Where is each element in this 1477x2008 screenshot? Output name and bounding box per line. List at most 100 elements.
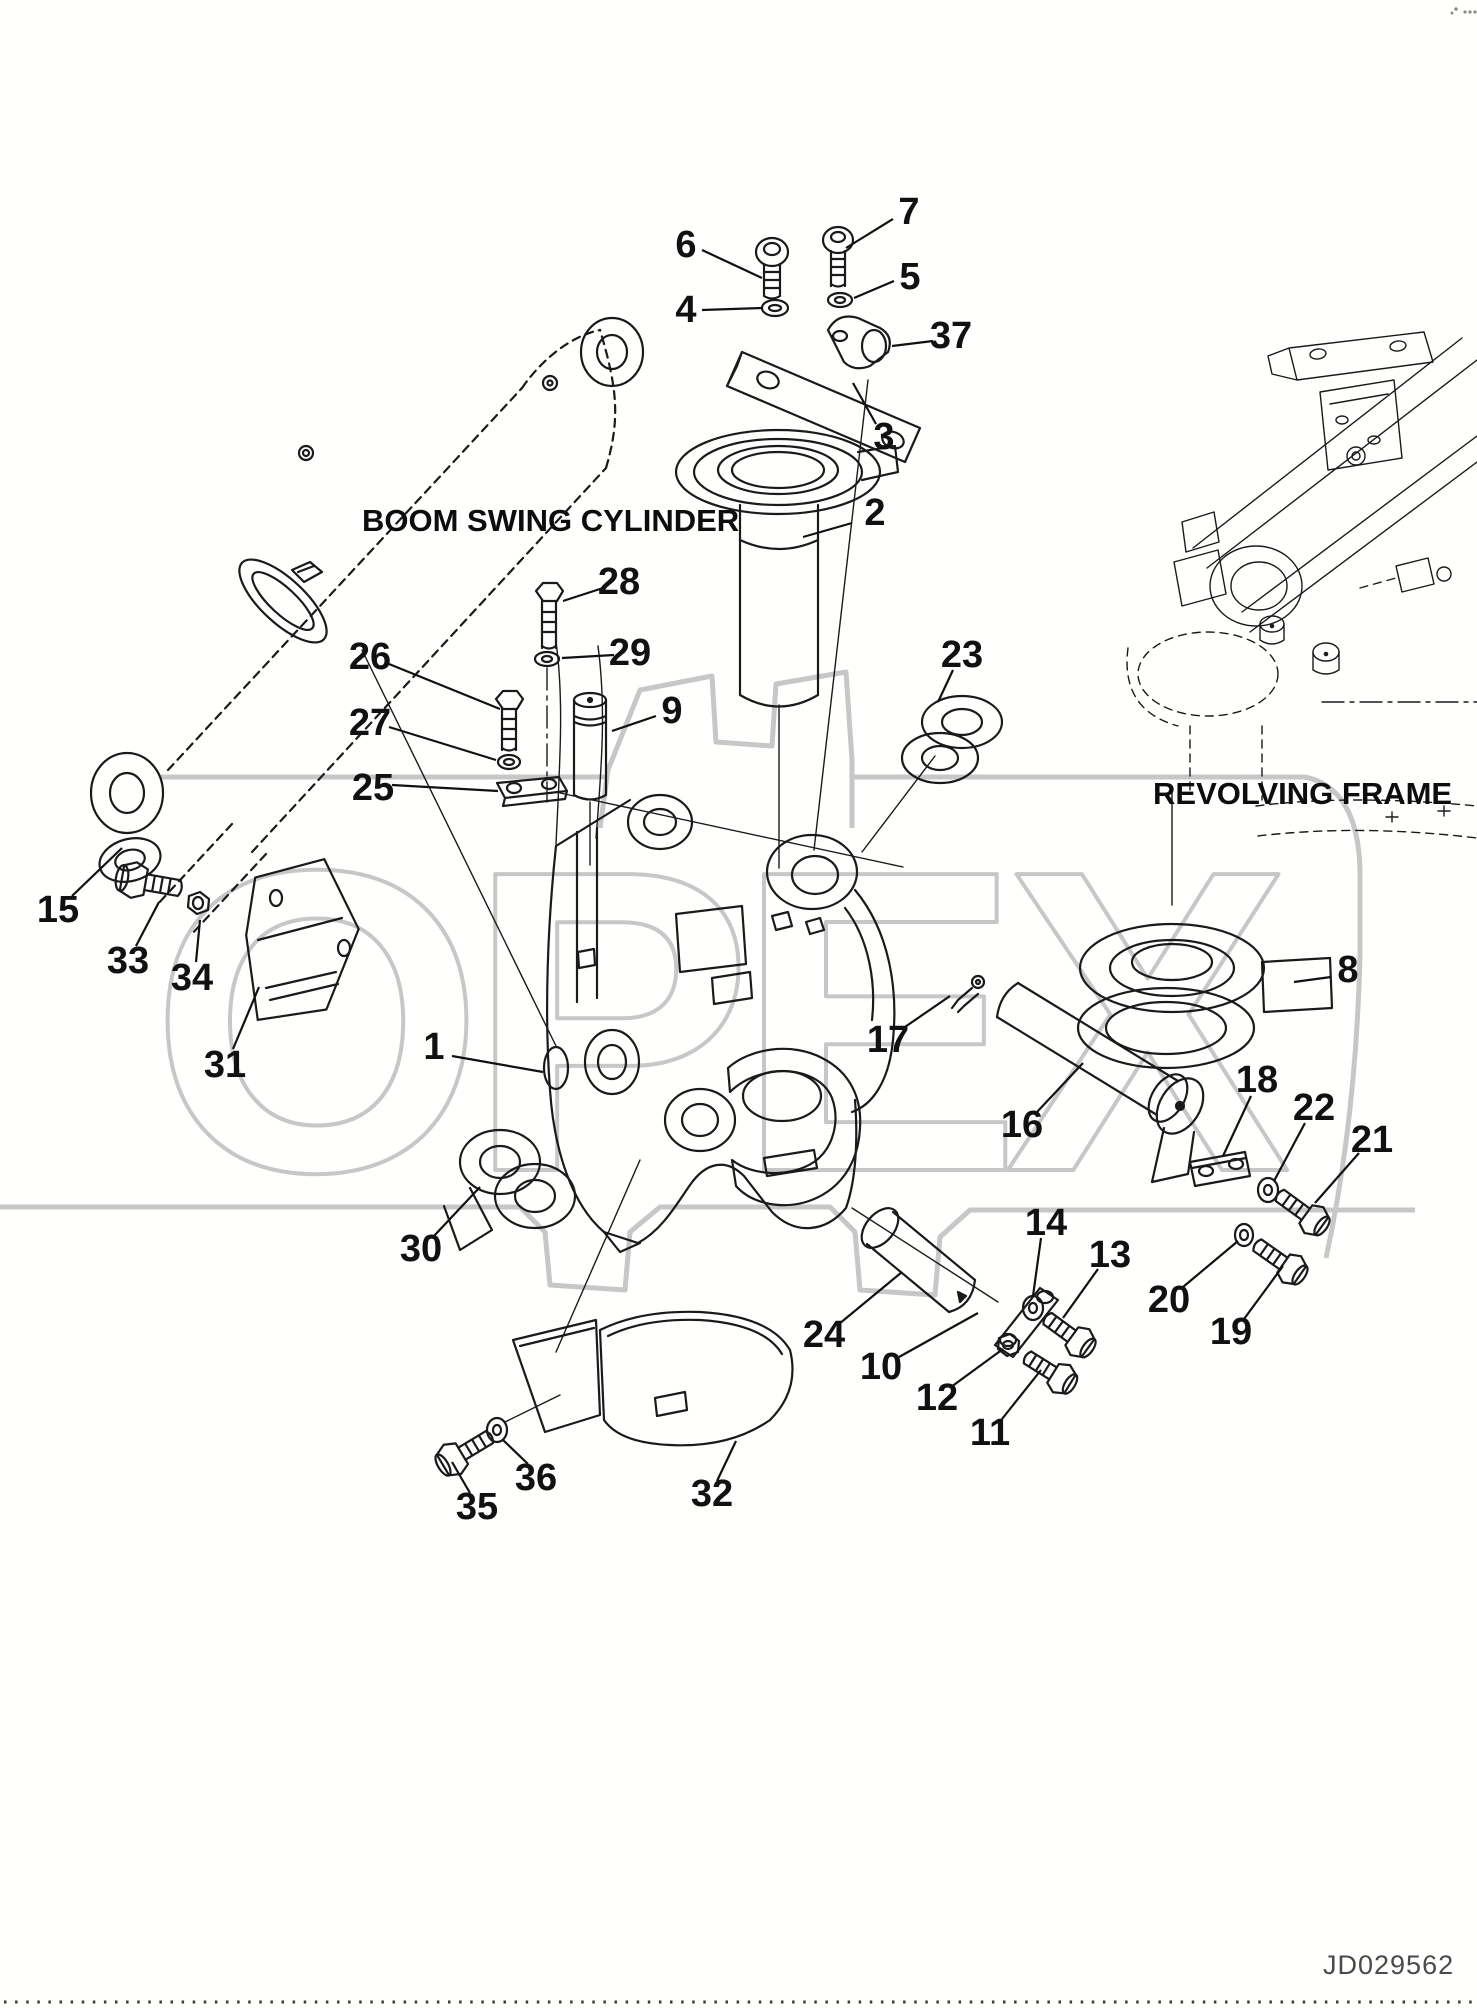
pivot-bushing-drawing [674, 428, 900, 869]
callout-13: 13 [1062, 1234, 1131, 1319]
callout-number-18: 18 [1236, 1059, 1278, 1101]
callout-number-8: 8 [1337, 949, 1358, 991]
callout-number-21: 21 [1351, 1119, 1393, 1161]
callout-number-10: 10 [860, 1346, 902, 1388]
callout-number-9: 9 [661, 690, 682, 732]
callout-number-28: 28 [598, 561, 640, 603]
watermark-gear-teeth-top [597, 669, 855, 829]
mid-fasteners-drawing [494, 581, 608, 866]
callout-36: 36 [502, 1439, 557, 1499]
cover-plate-drawing [434, 1310, 794, 1477]
callout-number-12: 12 [916, 1377, 958, 1419]
revolving-frame-label: REVOLVING FRAME [1153, 776, 1452, 811]
callout-31: 31 [204, 986, 261, 1086]
callout-number-19: 19 [1210, 1311, 1252, 1353]
callout-number-31: 31 [204, 1044, 246, 1086]
pivot-pin-16-drawing [995, 981, 1205, 1184]
callout-layer: 1234567891011121314151617181920212223242… [37, 191, 1393, 1528]
callout-number-26: 26 [349, 636, 391, 678]
callout-3: 3 [852, 382, 895, 458]
callout-number-25: 25 [352, 767, 394, 809]
callout-number-7: 7 [898, 191, 919, 233]
callout-34: 34 [171, 919, 213, 999]
callout-21: 21 [1314, 1119, 1393, 1204]
seal-rings-drawing [1076, 791, 1334, 1070]
callout-20: 20 [1148, 1240, 1239, 1321]
callout-19: 19 [1210, 1265, 1284, 1353]
callout-number-29: 29 [609, 632, 651, 674]
callout-28: 28 [562, 561, 640, 603]
callout-37: 37 [891, 315, 972, 357]
grease-fitting-drawing [950, 974, 986, 1014]
callout-2: 2 [802, 492, 886, 539]
callout-number-16: 16 [1001, 1104, 1043, 1146]
clamp-ring-drawing [861, 694, 1004, 853]
callout-number-13: 13 [1089, 1234, 1131, 1276]
callout-number-3: 3 [873, 416, 894, 458]
thrust-washers-drawing [442, 1128, 577, 1252]
callout-number-30: 30 [400, 1228, 442, 1270]
callout-9: 9 [611, 690, 683, 733]
callout-23: 23 [937, 634, 983, 703]
callout-number-37: 37 [930, 315, 972, 357]
watermark-text: OPEX [150, 782, 1293, 1262]
callout-number-5: 5 [899, 256, 920, 298]
callout-number-33: 33 [107, 940, 149, 982]
watermark-gear-rim [160, 774, 1363, 1259]
callout-number-6: 6 [675, 224, 696, 266]
boom-swing-cylinder-drawing [89, 316, 645, 938]
callout-32: 32 [691, 1440, 737, 1515]
revolving-frame-drawing [1126, 331, 1477, 839]
callout-number-35: 35 [456, 1486, 498, 1528]
callout-number-22: 22 [1293, 1087, 1335, 1129]
callout-25: 25 [352, 767, 499, 809]
callout-number-20: 20 [1148, 1279, 1190, 1321]
callout-number-24: 24 [803, 1314, 845, 1356]
callout-number-17: 17 [867, 1019, 909, 1061]
callout-number-2: 2 [864, 492, 885, 534]
callout-4: 4 [675, 289, 763, 331]
callout-number-34: 34 [171, 957, 213, 999]
callout-number-32: 32 [691, 1473, 733, 1515]
callout-7: 7 [845, 191, 920, 249]
callout-30: 30 [400, 1186, 481, 1270]
callout-number-23: 23 [941, 634, 983, 676]
callout-24: 24 [803, 1271, 903, 1356]
callout-17: 17 [867, 995, 951, 1061]
callout-11: 11 [970, 1369, 1042, 1454]
callout-number-1: 1 [423, 1026, 444, 1068]
callout-8: 8 [1293, 949, 1359, 991]
callout-number-15: 15 [37, 889, 79, 931]
left-bracket-group-drawing [114, 858, 360, 1021]
callout-14: 14 [1025, 1202, 1067, 1297]
callout-33: 33 [107, 901, 160, 982]
callout-number-36: 36 [515, 1457, 557, 1499]
lower-pin-group-drawing [860, 1207, 1097, 1395]
swing-bracket-drawing [361, 641, 999, 1353]
callout-35: 35 [451, 1461, 498, 1528]
callout-1: 1 [423, 1026, 544, 1074]
callout-16: 16 [1001, 1062, 1084, 1146]
callout-number-11: 11 [970, 1412, 1010, 1454]
callout-10: 10 [860, 1312, 979, 1388]
callout-29: 29 [561, 632, 651, 674]
scan-artifact-dots [1450, 7, 1477, 15]
callout-22: 22 [1273, 1087, 1335, 1182]
callout-6: 6 [675, 224, 763, 279]
keeper-plate-group-drawing [1188, 1150, 1331, 1286]
document-code: JD029562 [1323, 1950, 1454, 1980]
callout-15: 15 [37, 847, 123, 931]
watermark: OPEX [0, 669, 1415, 1298]
callout-number-14: 14 [1025, 1202, 1067, 1244]
callout-26: 26 [349, 636, 501, 711]
callout-18: 18 [1222, 1059, 1278, 1157]
boom-swing-cylinder-label: BOOM SWING CYLINDER [362, 503, 739, 538]
callout-27: 27 [349, 702, 497, 762]
callout-5: 5 [853, 256, 921, 300]
watermark-gear-teeth-bottom [0, 1204, 1415, 1298]
callout-12: 12 [916, 1348, 1004, 1419]
callout-number-27: 27 [349, 702, 391, 744]
top-fasteners-drawing [725, 225, 922, 851]
